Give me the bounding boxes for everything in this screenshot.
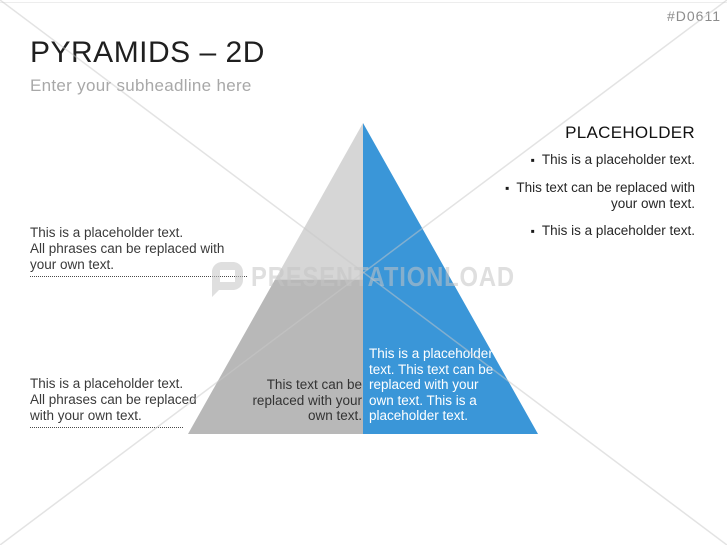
note-line: with your own text.	[30, 408, 142, 423]
placeholder-bullet-list: ▪ This is a placeholder text. ▪ This text …	[465, 152, 695, 239]
bullet-text: This text can be replaced with your own …	[516, 179, 695, 212]
bullet-square-icon: ▪	[505, 180, 510, 195]
pyramid-top-left-section	[274, 123, 364, 281]
bullet-square-icon: ▪	[530, 223, 535, 238]
placeholder-heading: PLACEHOLDER	[565, 123, 695, 142]
bullet-square-icon: ▪	[530, 153, 535, 167]
bullet-text: This is a placeholder text.	[541, 152, 695, 167]
dotted-divider	[30, 276, 247, 277]
note-line: All phrases can be replaced	[30, 392, 197, 407]
dotted-divider	[30, 427, 183, 428]
pyramid-gray-section-label: This text can be replaced with your own …	[252, 377, 362, 423]
note-line: All phrases can be replaced with	[30, 241, 225, 256]
note-line: This is a placeholder text.	[30, 225, 184, 240]
note-line: your own text.	[30, 257, 115, 272]
bullet-text: This is a placeholder text.	[541, 222, 695, 238]
bullet-list-item: ▪ This text can be replaced with your own…	[490, 180, 695, 212]
left-note-bottom: This is a placeholder text. All phrases …	[30, 376, 270, 428]
bullet-list-item: ▪ This is a placeholder text.	[490, 223, 695, 240]
left-note-top: This is a placeholder text. All phrases …	[30, 225, 270, 277]
bullet-list-item: ▪ This is a placeholder text.	[490, 152, 695, 169]
placeholder-panel: PLACEHOLDER ▪ This is a placeholder text.…	[465, 123, 695, 250]
pyramid-blue-section-label: This is a placeholder text. This text ca…	[369, 346, 494, 423]
note-line: This is a placeholder text.	[30, 376, 184, 391]
